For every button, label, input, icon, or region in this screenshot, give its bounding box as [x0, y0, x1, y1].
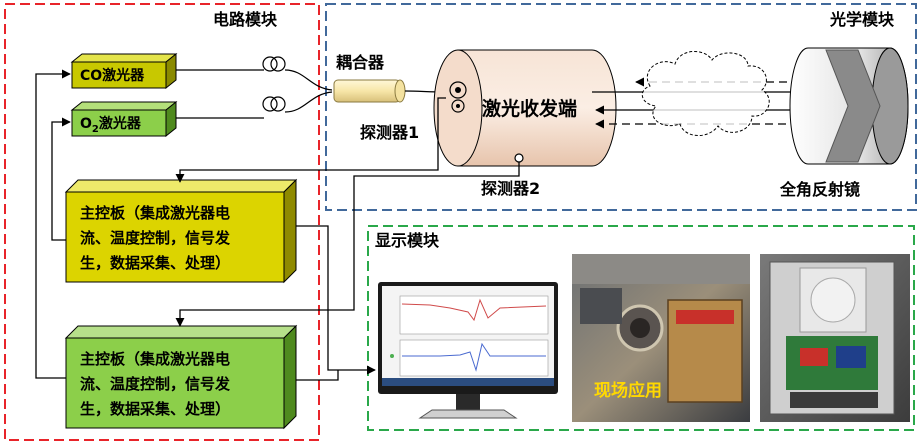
- circuit-module-title: 电路模块: [213, 10, 278, 29]
- o2-laser: O2激光器: [70, 100, 178, 138]
- detector-2-label: 探测器2: [481, 179, 540, 198]
- display-monitor: [378, 282, 558, 419]
- optical-fibers: [176, 56, 333, 119]
- board-1-line-1: 主控板（集成激光器电: [80, 204, 230, 222]
- transceiver-label: 激光收发端: [482, 97, 577, 120]
- control-arrows: [35, 69, 71, 379]
- field-application-label: 现场应用: [594, 380, 662, 401]
- board-2-line-1: 主控板（集成激光器电: [80, 350, 230, 368]
- board-2-line-3: 生，数据采集、处理）: [80, 400, 230, 418]
- o2-laser-label: O2激光器: [80, 115, 142, 135]
- optics-module-title: 光学模块: [829, 10, 895, 29]
- atmosphere-cloud-icon: [641, 51, 770, 136]
- board-2-line-2: 流、温度控制，信号发: [80, 375, 231, 393]
- detector-signal-lines: [175, 97, 520, 381]
- board-1-line-2: 流、温度控制，信号发: [80, 229, 231, 247]
- coupler: [333, 79, 446, 103]
- coupler-label: 耦合器: [336, 53, 385, 72]
- optics-module-frame: [325, 3, 917, 211]
- board-1-line-3: 生，数据采集、处理）: [80, 254, 230, 272]
- circuit-module-frame: [4, 3, 320, 441]
- corner-reflector: [789, 47, 909, 165]
- reflector-label: 全角反射镜: [779, 180, 860, 199]
- field-photo-installation: [572, 254, 750, 422]
- laser-transceiver: [433, 49, 617, 167]
- display-module-frame: [367, 225, 915, 431]
- display-module-title: 显示模块: [375, 231, 440, 250]
- co-laser-label: CO激光器: [80, 67, 145, 84]
- main-board-2: 主控板（集成激光器电 流、温度控制，信号发 生，数据采集、处理）: [64, 324, 298, 430]
- co-laser: CO激光器: [70, 52, 178, 90]
- field-photo-circuit: [760, 254, 910, 422]
- main-board-1: 主控板（集成激光器电 流、温度控制，信号发 生，数据采集、处理）: [64, 178, 298, 284]
- detector-1-label: 探测器1: [360, 123, 419, 142]
